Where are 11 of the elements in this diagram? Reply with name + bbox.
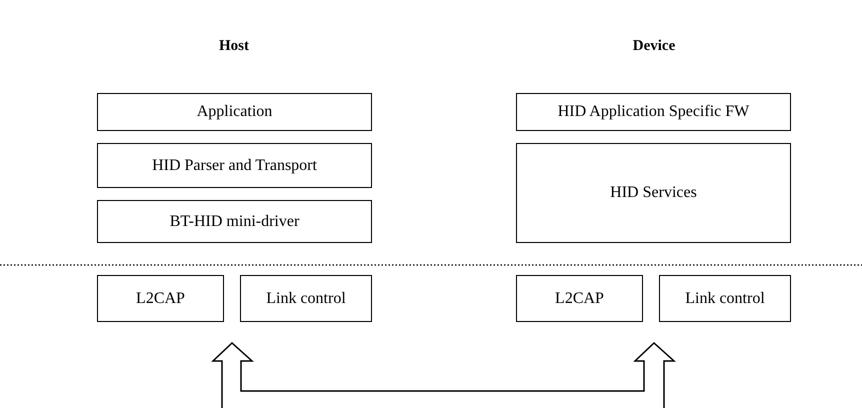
column-heading: Device [632,38,676,55]
layer-box: HID Parser and Transport [97,143,372,188]
layer-box: BT-HID mini-driver [97,200,372,243]
layer-box: Link control [659,275,791,322]
column-heading: Host [219,38,249,55]
layer-box: L2CAP [97,275,224,322]
layer-box: Link control [240,275,372,322]
layer-box: HID Application Specific FW [516,93,791,131]
layer-box: Application [97,93,372,131]
layer-box: HID Services [516,143,791,243]
layer-box: L2CAP [516,275,643,322]
